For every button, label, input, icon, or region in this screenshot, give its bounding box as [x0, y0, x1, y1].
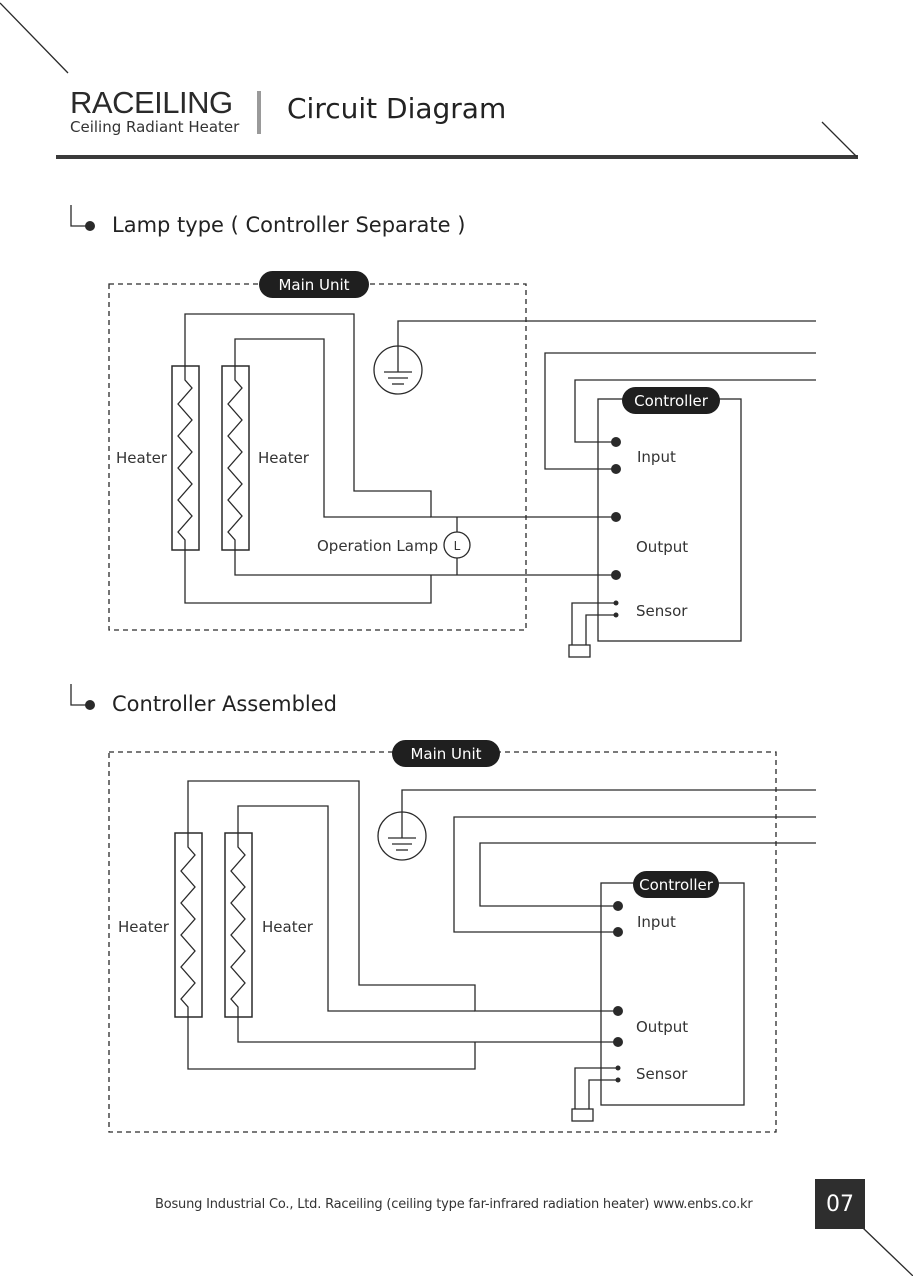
wire [574, 379, 816, 443]
corner-decoration-top-left [0, 2, 69, 74]
brand-name: RACEILING [70, 85, 233, 120]
heater-label: Heater [116, 449, 168, 467]
output-terminal-label: Output [636, 1018, 688, 1036]
header-divider [257, 91, 261, 134]
svg-text:Main Unit: Main Unit [410, 745, 481, 763]
heater-label: Heater [118, 918, 170, 936]
heater-label: Heater [262, 918, 314, 936]
svg-text:L: L [454, 539, 461, 553]
controller-label: Controller [622, 387, 720, 414]
section-title-lamp-type: Lamp type ( Controller Separate ) [112, 213, 466, 237]
main-unit-label: Main Unit [259, 271, 369, 298]
brand-subtitle: Ceiling Radiant Heater [70, 118, 240, 136]
wire [187, 1017, 476, 1070]
svg-text:Controller: Controller [634, 392, 709, 410]
terminal-dots [613, 901, 623, 1083]
wire [479, 842, 816, 907]
diagram-lamp-type: Main Unit Heater Heater [108, 271, 816, 658]
page-number: 07 [815, 1179, 865, 1229]
heater-element-2 [221, 365, 250, 551]
operation-lamp-icon: L [443, 531, 471, 559]
wire [234, 338, 431, 518]
section-title-controller-assembled: Controller Assembled [112, 692, 338, 716]
main-unit-label: Main Unit [392, 740, 500, 767]
header-rule [56, 155, 858, 159]
heater-element-1 [174, 832, 203, 1018]
page-title: Circuit Diagram [287, 92, 507, 125]
ground-icon [377, 811, 427, 861]
section-bullet-icon [70, 205, 95, 231]
operation-lamp-label: Operation Lamp [317, 537, 438, 555]
heater-element-1 [171, 365, 200, 551]
sensor-terminal-label: Sensor [636, 1065, 688, 1083]
brand-logo: RACEILING Ceiling Radiant Heater [70, 85, 240, 137]
wire [184, 550, 432, 604]
heater-element-2 [224, 832, 253, 1018]
wire [234, 550, 616, 576]
controller-label: Controller [633, 871, 719, 898]
sensor-icon [568, 602, 616, 658]
svg-text:Controller: Controller [639, 876, 714, 894]
wire [397, 320, 816, 346]
sensor-icon [571, 1067, 618, 1122]
heater-label: Heater [258, 449, 310, 467]
svg-text:Main Unit: Main Unit [278, 276, 349, 294]
wire [237, 805, 475, 1012]
section-bullet-icon [70, 684, 95, 710]
diagram-controller-assembled: Main Unit Heater Heater Controll [108, 740, 816, 1133]
wire [401, 789, 816, 812]
ground-icon [373, 345, 423, 395]
wire [237, 1017, 616, 1043]
wire [544, 352, 816, 470]
wire [453, 816, 816, 933]
input-terminal-label: Input [637, 913, 676, 931]
input-terminal-label: Input [637, 448, 676, 466]
footer-text: Bosung Industrial Co., Ltd. Raceiling (c… [155, 1197, 753, 1212]
corner-decoration-bottom-right [862, 1227, 913, 1276]
sensor-terminal-label: Sensor [636, 602, 688, 620]
terminal-dots [611, 437, 621, 618]
corner-decoration-header [821, 121, 858, 158]
output-terminal-label: Output [636, 538, 688, 556]
